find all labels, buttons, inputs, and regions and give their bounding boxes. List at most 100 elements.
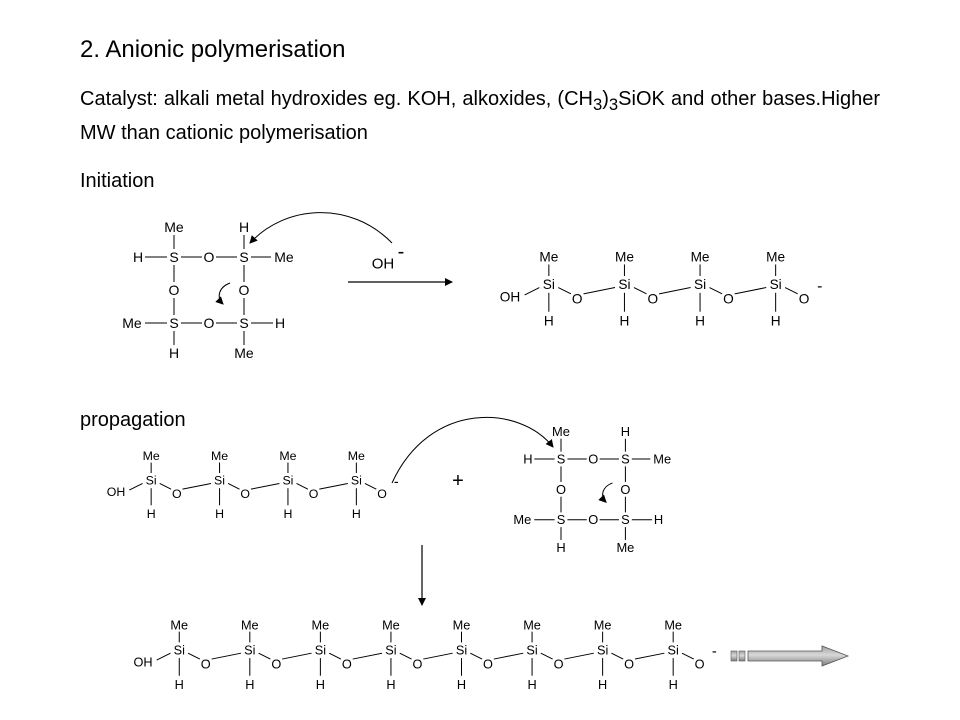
block-arrow <box>747 645 850 667</box>
atom-label-oh: OH <box>372 256 395 273</box>
atom-label-si: Si <box>174 643 185 658</box>
bond <box>423 652 453 660</box>
atom-label-me: Me <box>164 219 184 235</box>
reaction-arrow <box>598 482 613 503</box>
bond <box>611 652 624 660</box>
reaction-arrows <box>215 212 850 667</box>
atom-label-me: Me <box>594 617 612 632</box>
bond <box>352 652 383 660</box>
atom-label-me: Me <box>274 249 294 265</box>
block-arrow-dash <box>738 650 746 662</box>
atom-label-me: Me <box>382 617 400 632</box>
atom-label-oh: OH <box>500 290 520 305</box>
bond <box>156 652 171 661</box>
atom-label-o: O <box>169 282 180 298</box>
atom-label-si: Si <box>315 643 326 658</box>
atom-label-me: Me <box>211 449 228 463</box>
bond <box>319 482 348 490</box>
bond <box>296 483 309 490</box>
atom-label-s: S <box>239 315 248 331</box>
atom-label-me: Me <box>513 512 531 527</box>
atom-label-h: H <box>669 677 678 692</box>
catalyst-mid: ) <box>602 88 609 110</box>
atom-label-me: Me <box>234 345 254 361</box>
atom-label-o: O <box>172 487 182 501</box>
page-title: 2. Anionic polymerisation <box>80 36 346 63</box>
atom-label-h: H <box>695 314 705 329</box>
catalyst-text: Catalyst: alkali metal hydroxides eg. KO… <box>80 85 880 147</box>
atom-label-o: O <box>271 656 281 671</box>
catalyst-prefix: Catalyst: alkali metal hydroxides eg. KO… <box>80 88 593 110</box>
atom-label-s: S <box>621 512 630 527</box>
atom-label-s: S <box>239 249 248 265</box>
atom-label-me: Me <box>453 617 471 632</box>
atom-label-h: H <box>175 677 184 692</box>
bond <box>282 652 312 660</box>
atom-label-me: Me <box>615 250 634 265</box>
atom-label-o: O <box>572 292 583 307</box>
atom-label-h: H <box>316 677 325 692</box>
atom-label-o: O <box>620 482 630 497</box>
atom-label-o: O <box>483 656 493 671</box>
bond <box>633 287 647 295</box>
atom-label-h: H <box>654 512 663 527</box>
bond <box>399 652 412 660</box>
bond <box>558 287 572 295</box>
negative-charge: - <box>817 278 822 295</box>
atom-label-me: Me <box>552 424 570 439</box>
atom-label-me: Me <box>616 540 634 555</box>
bond-lines <box>129 235 798 676</box>
atom-label-si: Si <box>351 474 362 488</box>
atom-label-si: Si <box>456 643 467 658</box>
negative-charge: - <box>398 241 405 263</box>
atom-label-o: O <box>377 487 387 501</box>
atom-label-o: O <box>647 292 658 307</box>
propagation-heading: propagation <box>80 409 186 431</box>
atom-label-o: O <box>556 482 566 497</box>
atom-label-si: Si <box>214 474 225 488</box>
atom-label-me: Me <box>348 449 365 463</box>
atom-label-si: Si <box>543 277 555 292</box>
atom-label-o: O <box>723 292 734 307</box>
atom-label-h: H <box>457 677 466 692</box>
atom-label-h: H <box>527 677 536 692</box>
atom-label-o: O <box>309 487 319 501</box>
bond <box>470 652 483 660</box>
reaction-arrow <box>391 416 554 484</box>
atom-label-h: H <box>215 507 224 521</box>
atom-label-o: O <box>588 512 598 527</box>
atom-label-h: H <box>386 677 395 692</box>
plus-sign: + <box>452 470 464 492</box>
bond <box>364 483 377 490</box>
atom-label-h: H <box>275 315 285 331</box>
atom-label-h: H <box>556 540 565 555</box>
atom-label-h: H <box>245 677 254 692</box>
atom-label-h: H <box>598 677 607 692</box>
atom-label-me: Me <box>241 617 259 632</box>
atom-label-me: Me <box>691 250 710 265</box>
bond <box>634 652 665 660</box>
atom-label-si: Si <box>694 277 706 292</box>
atom-label-me: Me <box>766 250 785 265</box>
atom-label-oh: OH <box>107 485 126 499</box>
atom-label-o: O <box>240 487 250 501</box>
atom-label-o: O <box>204 249 215 265</box>
catalyst-subscript-2: 3 <box>608 95 619 114</box>
bond <box>258 652 271 660</box>
atom-label-si: Si <box>668 643 679 658</box>
atom-label-o: O <box>204 315 215 331</box>
bond <box>493 652 524 660</box>
bond <box>250 482 280 490</box>
catalyst-suffix: SiOK and other bases.Higher MW than cati… <box>80 88 880 144</box>
atom-label-s: S <box>169 249 178 265</box>
atom-label-o: O <box>554 656 564 671</box>
atom-label-si: Si <box>385 643 396 658</box>
atom-label-me: Me <box>279 449 296 463</box>
atom-label-o: O <box>239 282 250 298</box>
atom-label-me: Me <box>539 250 558 265</box>
reaction-arrow <box>215 282 231 305</box>
reaction-arrow <box>249 212 393 244</box>
atom-label-me: Me <box>143 449 160 463</box>
atom-label-me: Me <box>523 617 541 632</box>
block-arrow-dash <box>730 650 738 662</box>
